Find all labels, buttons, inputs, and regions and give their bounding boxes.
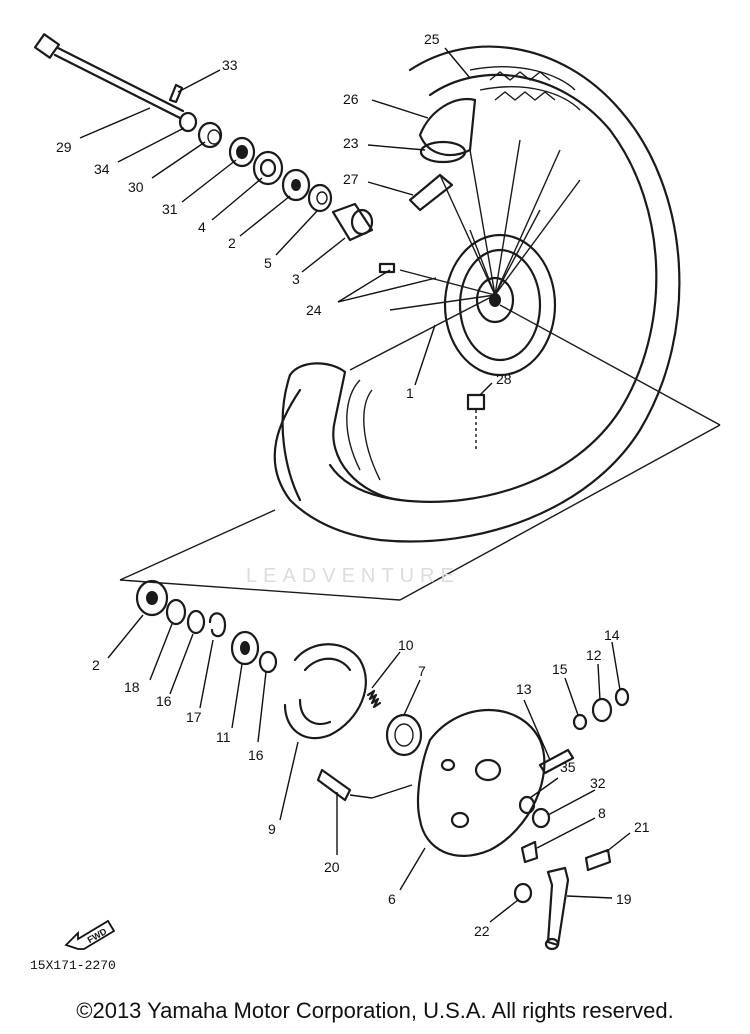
nut-32	[531, 807, 551, 829]
callout-1: 1	[406, 385, 414, 401]
bolt-21	[584, 848, 612, 872]
callout-26: 26	[343, 91, 359, 107]
axle-part-29	[33, 33, 185, 120]
bearing-2-top	[281, 168, 311, 202]
exploded-parts-diagram: 25 26 23 27 33 29 34 30 31 4 2 5 3 24 1 …	[33, 31, 721, 951]
fwd-arrow-icon: FWD	[64, 919, 116, 950]
gear-11	[230, 630, 260, 666]
bushing-12	[591, 697, 613, 723]
washer-15	[572, 713, 588, 731]
bearing-4	[252, 150, 284, 186]
oil-seal-31	[228, 136, 256, 168]
washer-16a	[186, 609, 206, 635]
copyright-notice: ©2013 Yamaha Motor Corporation, U.S.A. A…	[76, 998, 674, 1023]
callout-16-a: 16	[156, 693, 172, 709]
spacer-3	[331, 202, 374, 242]
washer-35	[518, 795, 536, 815]
callout-14: 14	[604, 627, 620, 643]
callout-labels: 25 26 23 27 33 29 34 30 31 4 2 5 3 24 1 …	[56, 31, 650, 939]
callout-33: 33	[222, 57, 238, 73]
callout-10: 10	[398, 637, 414, 653]
watermark-text: LEADVENTURE	[246, 565, 460, 587]
brake-shoe-9	[283, 643, 367, 740]
circlip-18	[165, 598, 187, 626]
tire	[273, 45, 681, 543]
tube-valve-part-27	[408, 173, 454, 212]
callout-21: 21	[634, 819, 650, 835]
callout-17: 17	[186, 709, 202, 725]
tire-tread-detail	[489, 71, 556, 101]
callout-31: 31	[162, 201, 178, 217]
callout-11: 11	[216, 729, 231, 745]
callout-27: 27	[343, 171, 359, 187]
diagram-code: 15X171-2270	[30, 958, 116, 973]
callout-2-bottom: 2	[92, 657, 100, 673]
callout-23: 23	[343, 135, 359, 151]
callout-9: 9	[268, 821, 276, 837]
spokes	[349, 139, 581, 371]
leader-lines	[79, 47, 631, 923]
callout-8: 8	[598, 805, 606, 821]
callout-28: 28	[496, 371, 512, 387]
wheel-tube-part-23	[419, 140, 467, 164]
rim-strip-part-26	[418, 97, 477, 157]
callout-5: 5	[264, 255, 272, 271]
callout-22: 22	[474, 923, 490, 939]
callout-7: 7	[418, 663, 426, 679]
callout-25: 25	[424, 31, 440, 47]
callout-29: 29	[56, 139, 72, 155]
callout-18: 18	[124, 679, 140, 695]
callout-20: 20	[324, 859, 340, 875]
bolt-28	[466, 393, 486, 450]
washer-16b	[258, 650, 278, 674]
callout-16-b: 16	[248, 747, 264, 763]
spring-10	[366, 689, 382, 709]
callout-30: 30	[128, 179, 144, 195]
callout-4: 4	[198, 219, 206, 235]
seal-14	[614, 687, 630, 707]
lock-washer-17	[208, 612, 227, 638]
hub-part-1	[443, 233, 557, 377]
callout-24: 24	[306, 302, 322, 318]
cam-lever-19	[544, 866, 570, 951]
callout-34: 34	[94, 161, 110, 177]
indicator-plate-8	[520, 840, 539, 864]
callout-6: 6	[388, 891, 396, 907]
callout-19: 19	[616, 891, 632, 907]
brake-camshaft-20	[316, 768, 413, 802]
brake-panel-6	[416, 709, 546, 857]
spoke-nipple-24	[378, 262, 396, 274]
callout-3: 3	[292, 271, 300, 287]
assembly-lines	[119, 304, 721, 601]
spacer-flange-5	[307, 183, 333, 213]
fwd-label: FWD	[86, 926, 109, 945]
callout-13: 13	[516, 681, 532, 697]
oil-seal-7	[385, 713, 423, 757]
callout-15: 15	[552, 661, 568, 677]
speedometer-gear-13	[538, 748, 575, 775]
callout-32: 32	[590, 775, 606, 791]
callout-12: 12	[586, 647, 602, 663]
bearing-2-bottom	[135, 579, 169, 617]
callout-35: 35	[560, 759, 576, 775]
collar-30	[197, 121, 223, 149]
nut-22	[513, 882, 533, 904]
cotter-pin-33	[168, 83, 184, 104]
callout-2-top: 2	[228, 235, 236, 251]
nut-34	[178, 111, 198, 133]
